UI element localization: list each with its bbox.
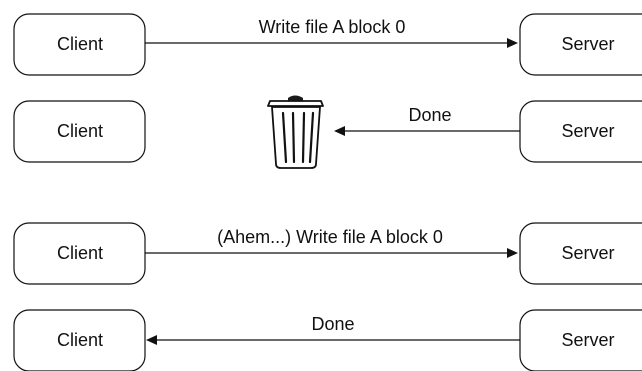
server-label-row-4: Server: [561, 330, 614, 350]
message-label-row-4: Done: [311, 314, 354, 334]
client-box-row-2: [13, 100, 146, 163]
client-box-row-4: [13, 309, 146, 371]
arrow-head-row-4: [146, 335, 157, 345]
row-3: Client Server (Ahem...) Write file A blo…: [13, 222, 642, 285]
client-label-row-2: Client: [57, 121, 103, 141]
client-box-row-1: [13, 13, 146, 76]
row-1: Client Server Write file A block 0: [13, 13, 642, 76]
arrow-head-row-2: [334, 126, 345, 136]
row-4: Client Server Done: [13, 309, 642, 371]
message-label-row-2: Done: [408, 105, 451, 125]
server-label-row-2: Server: [561, 121, 614, 141]
server-label-row-3: Server: [561, 243, 614, 263]
server-box-row-3: [519, 222, 642, 285]
client-label-row-4: Client: [57, 330, 103, 350]
arrow-head-row-3: [507, 248, 518, 258]
server-label-row-1: Server: [561, 34, 614, 54]
row-2: Client Server Done: [13, 95, 642, 169]
client-label-row-1: Client: [57, 34, 103, 54]
trash-can-icon: [267, 95, 324, 169]
message-label-row-3: (Ahem...) Write file A block 0: [217, 227, 443, 247]
arrow-head-row-1: [507, 38, 518, 48]
message-label-row-1: Write file A block 0: [259, 17, 406, 37]
server-box-row-1: [519, 13, 642, 76]
client-label-row-3: Client: [57, 243, 103, 263]
